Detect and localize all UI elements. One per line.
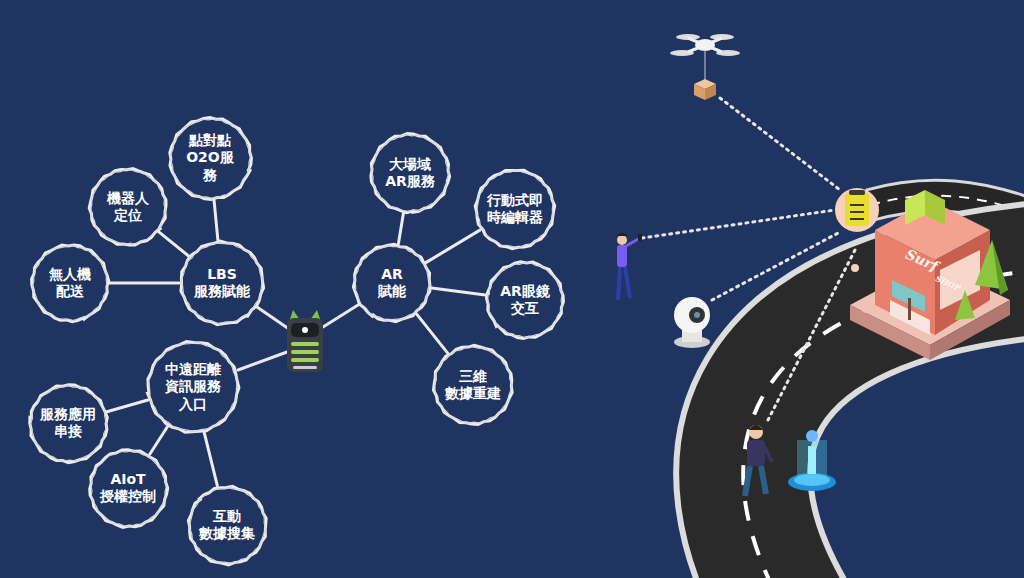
road xyxy=(743,196,1024,578)
circle-stroke xyxy=(355,246,430,321)
connector xyxy=(110,283,179,284)
connector-line xyxy=(159,232,188,256)
circle-stroke xyxy=(435,347,512,424)
connector-line xyxy=(110,282,179,285)
circle-stroke xyxy=(29,384,107,462)
topic-label: 行動式即 時編輯器 xyxy=(487,192,543,227)
circle-stroke xyxy=(477,170,554,247)
topic-circle: 互動 數據搜集 xyxy=(187,485,268,566)
connector-line xyxy=(426,230,480,262)
circle-stroke xyxy=(169,117,251,199)
topic-circle: 機器人 定位 xyxy=(88,167,168,247)
connector xyxy=(107,400,148,412)
circle-stroke xyxy=(189,487,265,563)
topic-label: 中遠距離 資訊服務 入口 xyxy=(165,361,221,414)
circle-stroke xyxy=(89,169,166,246)
circle-stroke xyxy=(188,486,266,565)
topic-label: 無人機 配送 xyxy=(49,266,91,301)
drone xyxy=(670,34,740,100)
connector xyxy=(214,200,218,240)
circle-stroke xyxy=(148,342,239,433)
topic-label: 三維 數據重建 xyxy=(445,368,501,403)
topic-label: LBS 服務賦能 xyxy=(194,266,250,301)
circle-stroke xyxy=(91,170,166,245)
topic-circle: LBS 服務賦能 xyxy=(179,240,265,326)
circle-stroke xyxy=(170,118,250,198)
connector xyxy=(159,232,188,256)
beacon-device xyxy=(835,188,879,272)
topic-label: AR眼鏡 交互 xyxy=(500,283,550,318)
circle-stroke xyxy=(32,245,109,322)
connector-line xyxy=(204,433,217,486)
connector xyxy=(398,213,403,243)
connector-line xyxy=(398,213,403,243)
circle-stroke xyxy=(32,245,107,320)
topic-label: AR 賦能 xyxy=(378,266,406,301)
circle-stroke xyxy=(353,244,430,321)
topic-label: 點對點 O2O服 務 xyxy=(186,132,234,185)
circle-stroke xyxy=(181,241,264,325)
topic-circle: 行動式即 時編輯器 xyxy=(474,168,556,250)
circle-stroke xyxy=(488,263,563,338)
topic-circle: 三維 數據重建 xyxy=(432,344,514,426)
topic-label: 服務應用 串接 xyxy=(40,406,96,441)
topic-circle: AIoT 授權控制 xyxy=(88,448,169,529)
connector xyxy=(150,427,168,454)
topic-circle: 點對點 O2O服 務 xyxy=(168,116,253,201)
connector-line xyxy=(214,200,218,240)
security-camera xyxy=(674,297,710,348)
connector-line xyxy=(107,400,148,412)
person-phone xyxy=(617,233,642,300)
topic-label: 大場域 AR服務 xyxy=(385,156,435,191)
circle-stroke xyxy=(372,135,449,212)
topic-circle: 服務應用 串接 xyxy=(28,383,109,464)
circle-stroke xyxy=(89,449,167,527)
circle-stroke xyxy=(181,243,263,324)
connector xyxy=(417,314,448,353)
connector-line xyxy=(150,427,168,454)
topic-label: 互動 數據搜集 xyxy=(199,508,255,543)
shop-sign-text: SHOP xyxy=(934,273,962,293)
circle-stroke xyxy=(475,170,555,249)
circle-stroke xyxy=(90,450,166,526)
topic-circle: 大場域 AR服務 xyxy=(369,132,451,214)
topic-circle: AR 賦能 xyxy=(352,243,432,323)
robot-icon xyxy=(287,310,323,372)
hologram xyxy=(788,430,836,491)
circle-stroke xyxy=(371,134,450,213)
connector-line xyxy=(432,288,486,295)
topic-label: AIoT 授權控制 xyxy=(100,471,156,506)
connector-line xyxy=(417,314,448,353)
topic-label: 機器人 定位 xyxy=(107,190,149,225)
circle-stroke xyxy=(434,345,513,424)
topic-circle: 無人機 配送 xyxy=(30,243,110,323)
circle-stroke xyxy=(487,262,564,339)
connector xyxy=(426,230,480,262)
topic-circle: AR眼鏡 交互 xyxy=(485,260,565,340)
connector xyxy=(204,433,217,486)
topic-circle: 中遠距離 資訊服務 入口 xyxy=(146,340,240,434)
circle-stroke xyxy=(149,343,238,432)
circle-stroke xyxy=(30,385,106,461)
person-walking xyxy=(745,425,772,496)
shop-sign-text: Surf xyxy=(903,246,940,274)
signal-lines xyxy=(642,98,855,420)
connector xyxy=(432,288,486,295)
